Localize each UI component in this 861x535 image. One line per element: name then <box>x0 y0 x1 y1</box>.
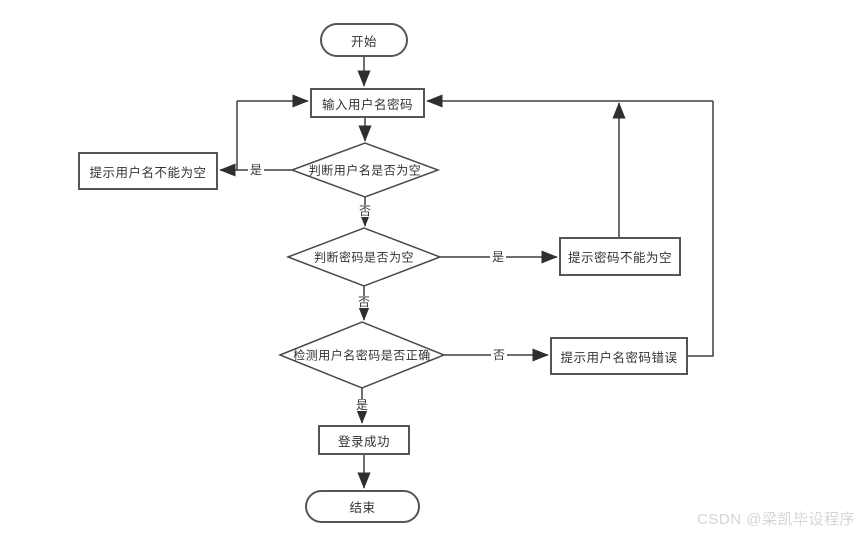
prompt-username-empty-label: 提示用户名不能为空 <box>89 165 207 180</box>
prompt-username-empty-node: 提示用户名不能为空 <box>78 152 218 190</box>
input-credentials-node: 输入用户名密码 <box>310 88 425 118</box>
edge-label-username-empty-yes: 是 <box>247 163 265 177</box>
edge-label-credentials-incorrect-no: 否 <box>490 348 508 362</box>
edge-label-credentials-correct-yes: 是 <box>353 398 371 412</box>
decision-password-empty-shape <box>285 227 443 287</box>
prompt-credentials-error-node: 提示用户名密码错误 <box>550 337 688 375</box>
prompt-password-empty-label: 提示密码不能为空 <box>567 251 672 265</box>
prompt-credentials-error-label: 提示用户名密码错误 <box>560 350 678 365</box>
edge-label-username-empty-no: 否 <box>356 204 374 218</box>
start-node-label: 开始 <box>350 34 377 49</box>
edge-label-password-empty-no: 否 <box>355 295 373 309</box>
prompt-password-empty-node: 提示密码不能为空 <box>559 237 681 276</box>
input-credentials-label: 输入用户名密码 <box>321 97 413 112</box>
login-success-label: 登录成功 <box>337 434 390 449</box>
decision-username-empty-shape <box>289 142 441 198</box>
decision-credentials-correct-shape <box>277 321 447 389</box>
decision-password-empty-label: 判断密码是否为空 <box>313 250 415 265</box>
edge-label-password-empty-yes: 是 <box>489 250 507 264</box>
decision-username-empty-label: 判断用户名是否为空 <box>308 163 422 178</box>
login-success-node: 登录成功 <box>318 425 410 455</box>
csdn-watermark: CSDN @梁凯毕设程序 <box>697 511 855 528</box>
end-node: 结束 <box>305 490 420 523</box>
end-node-label: 结束 <box>349 501 376 515</box>
decision-credentials-correct-label: 检测用户名密码是否正确 <box>293 348 431 363</box>
edge-error-loop <box>688 101 714 357</box>
start-node: 开始 <box>320 23 408 57</box>
